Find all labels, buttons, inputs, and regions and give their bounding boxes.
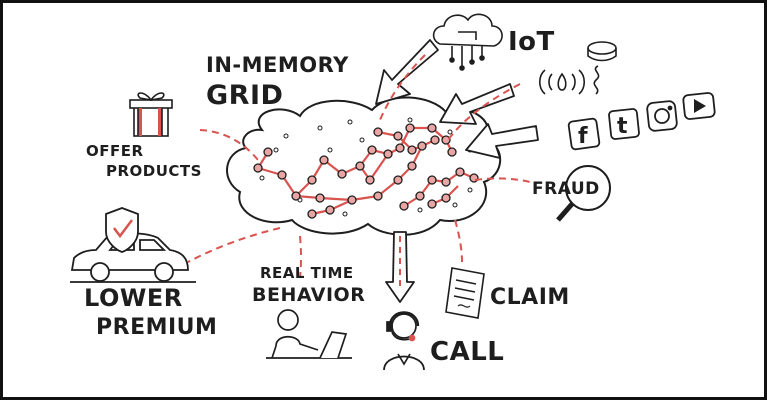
tumblr-icon: t: [608, 108, 640, 140]
label-products: PRODUCTS: [106, 162, 202, 180]
label-behavior: BEHAVIOR: [252, 284, 365, 306]
wifi-signal-icon: [538, 69, 586, 95]
label-offer: OFFER: [86, 142, 144, 160]
label-iot: IoT: [508, 27, 555, 57]
arrow-down-icon: [385, 231, 415, 303]
label-claim: CLAIM: [490, 285, 570, 310]
svg-text:f: f: [578, 124, 588, 149]
shield-check-icon: [105, 207, 139, 253]
instagram-icon: [646, 100, 678, 132]
person-laptop-icon: [266, 309, 352, 359]
magnifier-icon: [556, 165, 611, 222]
label-premium: PREMIUM: [96, 315, 217, 340]
arrow-icon: [375, 39, 539, 159]
gift-icon: [129, 92, 173, 137]
headset-agent-icon: [383, 311, 425, 371]
cloud-icon: [226, 96, 502, 236]
label-in-memory: IN-MEMORY: [206, 53, 349, 77]
label-call: CALL: [430, 337, 504, 367]
smoke-detector-icon: [587, 41, 617, 95]
document-icon: [445, 267, 485, 319]
cloud-circuit-icon: [432, 13, 503, 71]
svg-text:t: t: [617, 114, 628, 139]
connector-lines: [187, 54, 531, 279]
youtube-icon: [682, 92, 716, 120]
label-grid: GRID: [206, 80, 283, 111]
label-real-time: REAL TIME: [260, 264, 354, 282]
label-lower: LOWER: [84, 284, 183, 312]
facebook-icon: f: [567, 117, 601, 151]
